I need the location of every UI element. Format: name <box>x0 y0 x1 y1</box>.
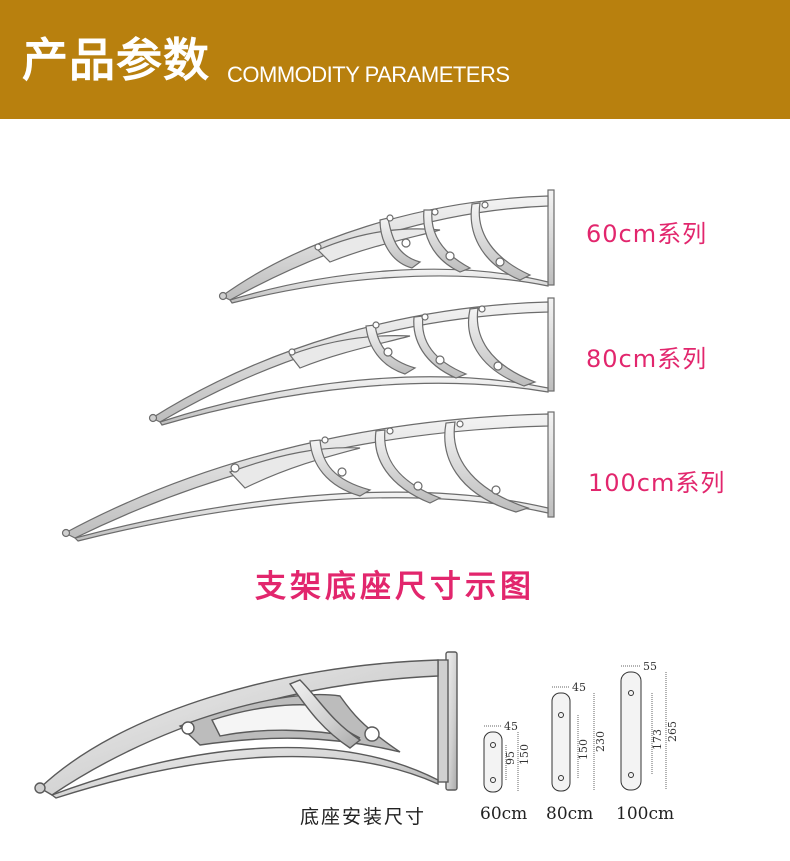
bracket-80cm <box>148 297 555 426</box>
base-plate-100cm <box>620 665 667 791</box>
series-label-100cm: 100cm系列 <box>588 469 726 497</box>
section-title: 支架底座尺寸示图 <box>255 569 535 605</box>
header-title-cn: 产品参数 <box>22 33 210 87</box>
base-plate-60cm <box>483 725 519 793</box>
bracket-60cm <box>218 189 555 304</box>
dim-80-hole: 150 <box>577 739 590 760</box>
dim-100-width: 55 <box>643 660 657 673</box>
base-dimension-caption: 底座安装尺寸 <box>300 806 427 828</box>
bracket-100cm <box>61 411 555 542</box>
dim-80-height: 230 <box>594 731 607 752</box>
dim-60-height: 150 <box>518 744 531 765</box>
dim-100-hole: 173 <box>651 729 664 750</box>
series-label-80cm: 80cm系列 <box>586 345 708 373</box>
base-plate-80cm <box>551 686 595 792</box>
size-label-80cm: 80cm <box>546 804 594 824</box>
size-label-60cm: 60cm <box>480 804 528 824</box>
dim-80-width: 45 <box>572 681 586 694</box>
dim-60-hole: 95 <box>504 751 517 765</box>
bracket-large-detail <box>34 651 458 799</box>
dim-100-height: 265 <box>666 721 679 742</box>
dim-60-width: 45 <box>504 720 518 733</box>
header-banner: 产品参数 COMMODITY PARAMETERS <box>0 0 790 119</box>
header-title-en: COMMODITY PARAMETERS <box>227 62 510 87</box>
series-label-60cm: 60cm系列 <box>586 220 708 248</box>
size-label-100cm: 100cm <box>616 804 675 824</box>
